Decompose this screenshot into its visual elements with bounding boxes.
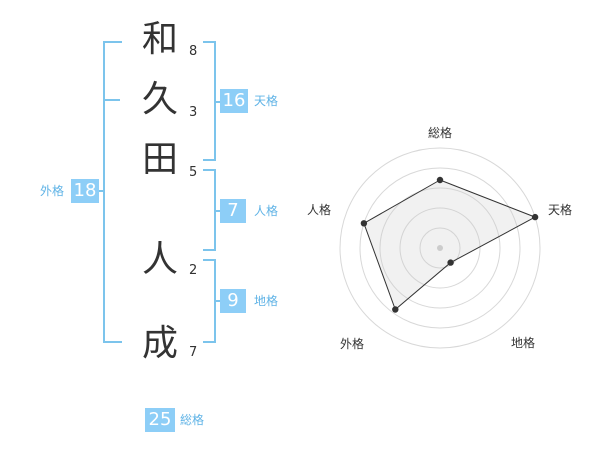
name-char-5: 成 <box>141 323 178 364</box>
stroke-count-2: 3 <box>189 105 198 120</box>
soukaku-badge: 25 <box>145 408 175 432</box>
radar-label-jinkaku: 人格 <box>307 203 332 217</box>
name-char-1: 和 <box>141 19 178 60</box>
radar-ring-2 <box>399 207 481 289</box>
stroke-count-3: 5 <box>189 165 198 180</box>
radar-points <box>360 176 539 313</box>
radar-point-3 <box>447 259 454 266</box>
soukaku-label: 総格 <box>180 413 205 427</box>
radar-point-5 <box>360 220 368 227</box>
gaikaku-bracket-tick <box>103 99 120 101</box>
tenkaku-connector <box>214 101 220 103</box>
radar-label-soukaku: 総格 <box>428 126 453 140</box>
jinkaku-badge: 7 <box>220 199 246 223</box>
radar-ring-1 <box>419 227 461 269</box>
tenkaku-badge: 16 <box>220 89 248 113</box>
radar-point-2 <box>531 213 539 221</box>
gaikaku-bracket <box>103 41 122 343</box>
stroke-count-5: 7 <box>189 345 198 360</box>
radar-center-dot <box>437 245 443 251</box>
name-char-4: 人 <box>141 239 178 280</box>
radar-ring-3 <box>379 187 501 309</box>
chikaku-badge: 9 <box>220 289 246 313</box>
radar-area <box>363 179 537 311</box>
chikaku-connector <box>214 300 220 302</box>
stroke-count-4: 2 <box>189 263 198 278</box>
radar-point-1 <box>436 176 444 184</box>
jinkaku-connector <box>214 210 220 212</box>
radar-label-gaikaku: 外格 <box>340 337 365 351</box>
jinkaku-label: 人格 <box>254 204 279 218</box>
tenkaku-label: 天格 <box>254 94 279 108</box>
radar-ring-4 <box>359 167 521 329</box>
gaikaku-badge: 18 <box>71 179 99 203</box>
radar-label-chikaku: 地格 <box>511 336 536 350</box>
radar-label-tenkaku: 天格 <box>548 203 573 217</box>
gaikaku-label: 外格 <box>40 184 65 198</box>
gaikaku-connector <box>99 190 103 192</box>
name-char-2: 久 <box>141 79 178 120</box>
name-char-3: 田 <box>141 139 178 180</box>
chikaku-label: 地格 <box>254 294 279 308</box>
stroke-count-1: 8 <box>189 44 198 59</box>
radar-point-4 <box>392 306 399 313</box>
